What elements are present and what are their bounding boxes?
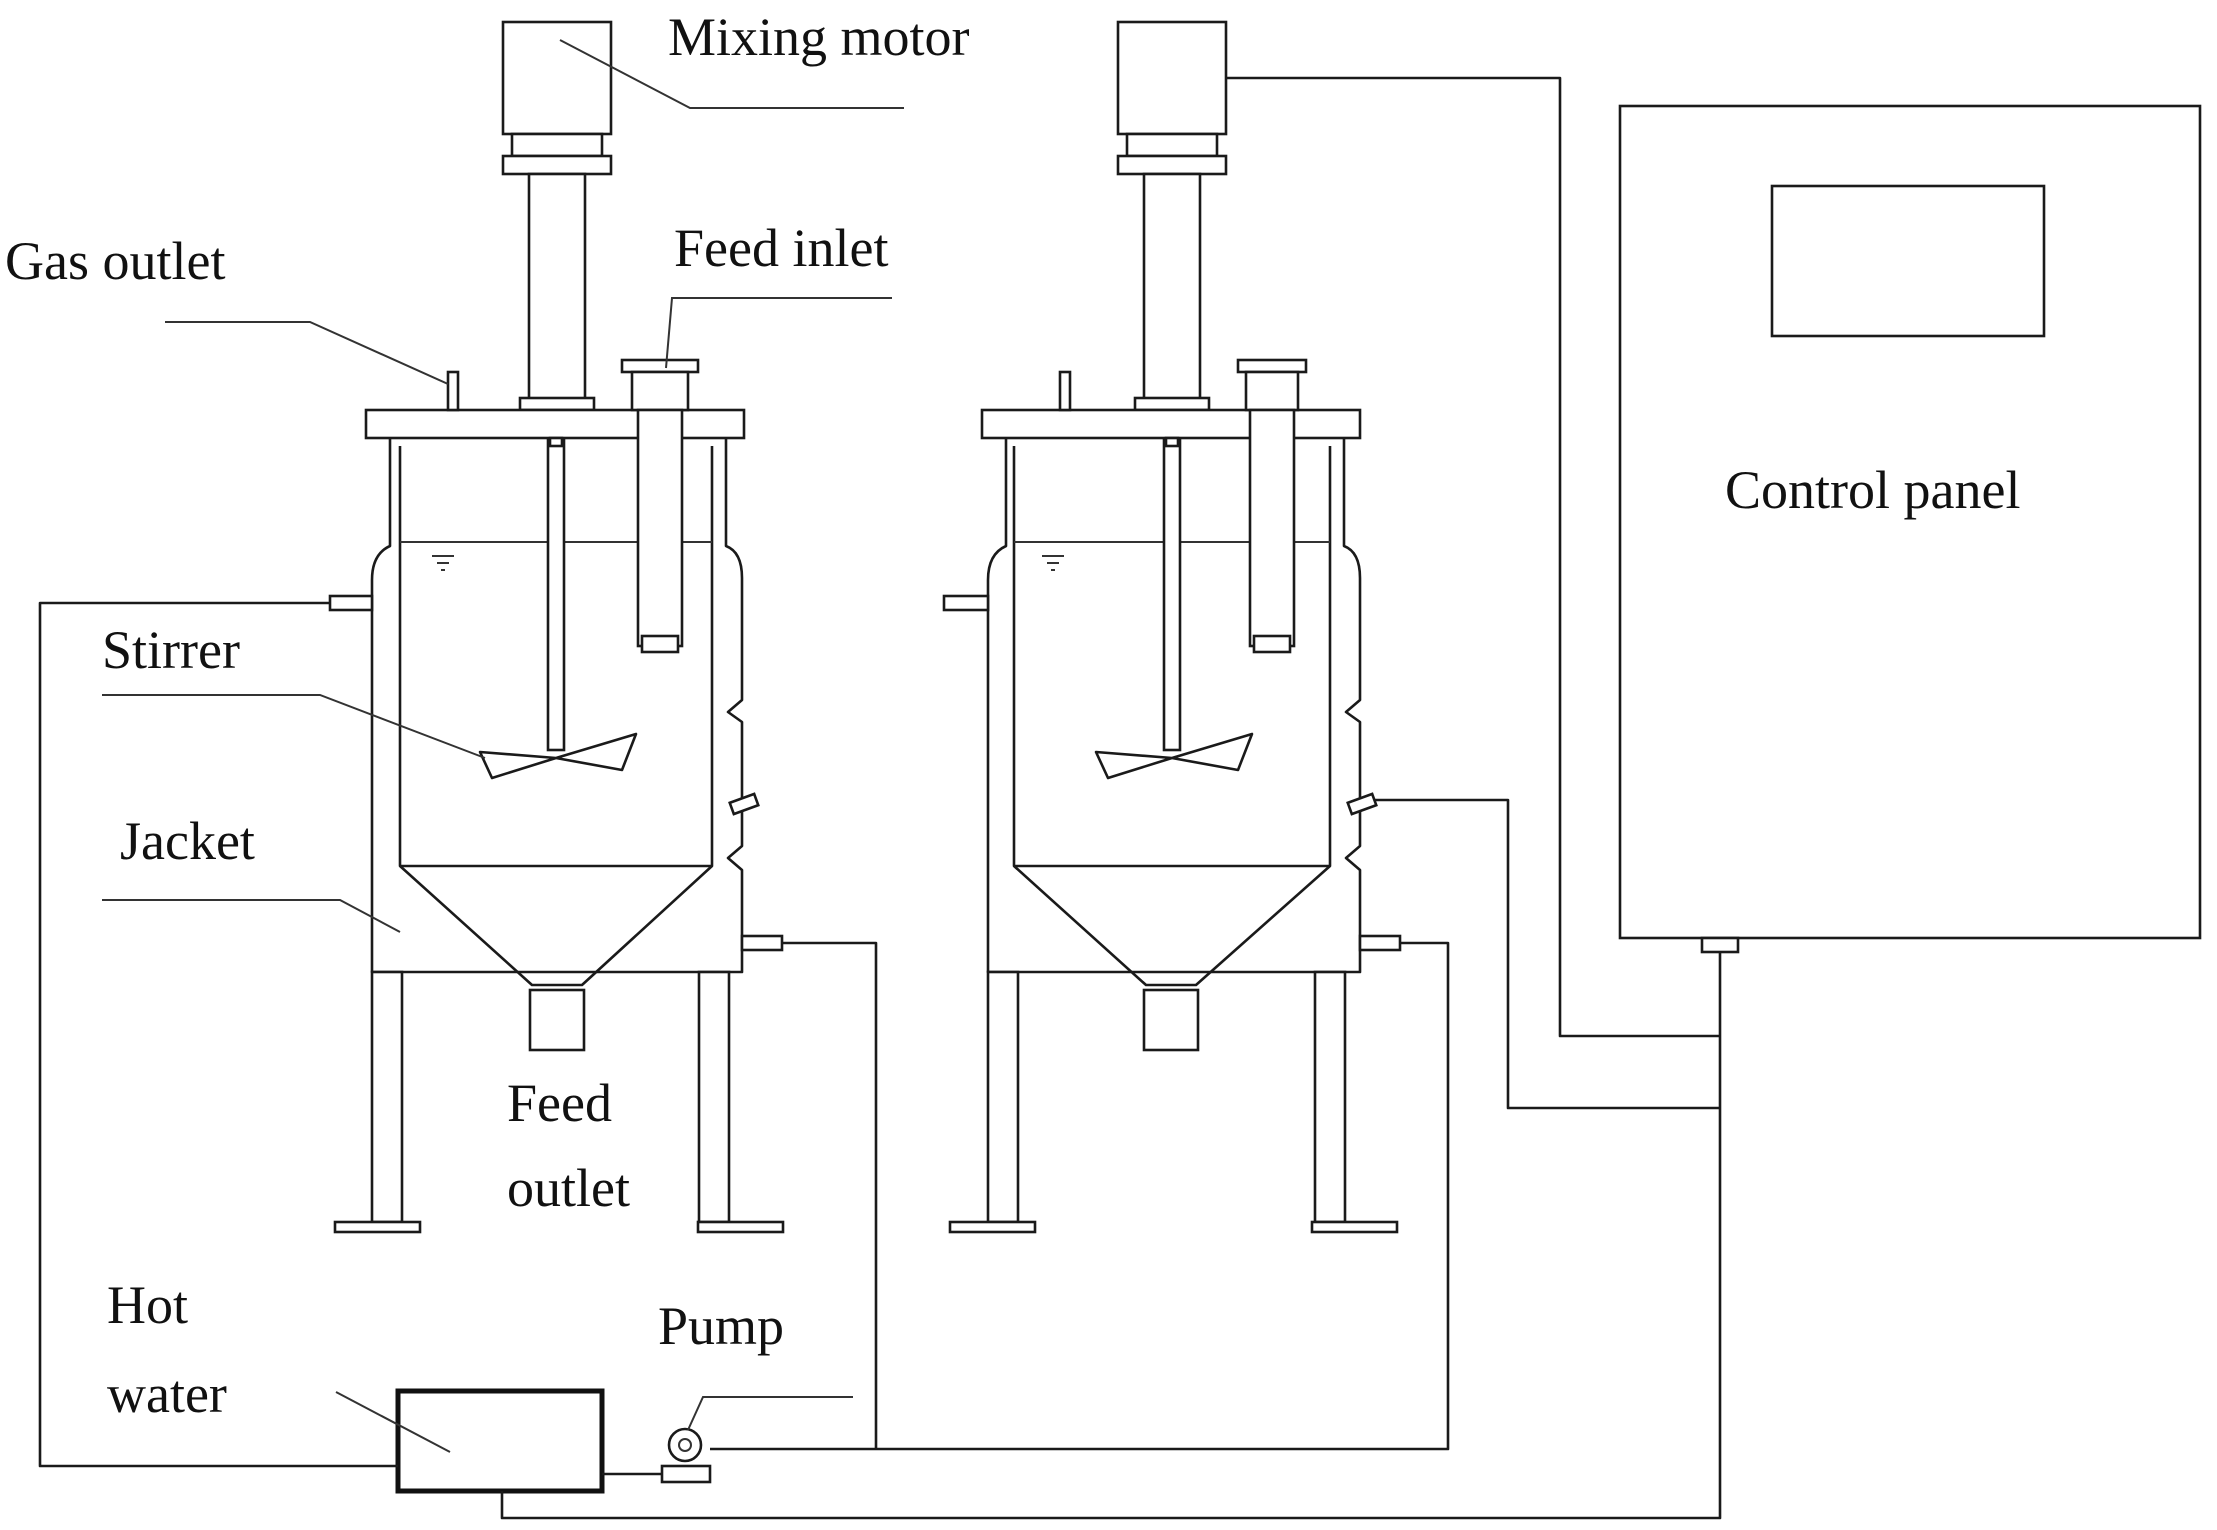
pump-symbol (660, 1427, 712, 1484)
left-leg-2 (697, 970, 731, 1224)
control-panel (1618, 104, 2202, 954)
left-reactor (328, 20, 785, 1234)
right-feed-inlet-pipe (1236, 358, 1308, 374)
leader-lines (102, 39, 904, 1453)
left-shaft-column (527, 172, 587, 404)
right-stirrer-shaft (1162, 438, 1182, 752)
left-feed-outlet-spout (528, 988, 586, 1052)
label-stirrer: Stirrer (102, 620, 240, 680)
left-jacket (370, 438, 744, 974)
label-gas-outlet: Gas outlet (5, 231, 225, 291)
labels: Mixing motor Gas outlet Feed inlet Stirr… (5, 7, 2020, 1424)
label-control-panel: Control panel (1725, 460, 2020, 520)
right-stirrer-blades (1094, 732, 1254, 780)
label-feed-inlet: Feed inlet (674, 218, 888, 278)
left-feed-inlet-pipe (620, 358, 700, 374)
right-leg-2 (1313, 970, 1347, 1224)
left-level-mark (432, 555, 454, 571)
right-shaft-column (1142, 172, 1202, 404)
label-pump: Pump (658, 1296, 784, 1356)
left-stirrer-shaft (546, 438, 566, 752)
control-panel-connector (1700, 936, 1740, 954)
left-vessel (398, 446, 714, 987)
right-lid-flange (980, 408, 1362, 440)
right-jacket (986, 438, 1362, 974)
right-vessel (1012, 446, 1332, 987)
right-mixing-motor (1116, 20, 1228, 136)
right-reactor (942, 20, 1402, 1234)
piping (38, 76, 1722, 1520)
left-gas-outlet-nozzle (446, 370, 460, 412)
label-jacket: Jacket (120, 811, 255, 871)
right-feed-outlet-spout (1142, 988, 1200, 1052)
left-lid-flange (364, 408, 746, 440)
left-leg-1 (370, 970, 404, 1224)
label-hot-water-1: Hot (107, 1275, 188, 1335)
left-stirrer-blades (478, 732, 638, 780)
right-leg-1 (986, 970, 1020, 1224)
right-gas-outlet-nozzle (1058, 370, 1072, 412)
control-panel-display (1770, 184, 2046, 338)
left-mixing-motor (501, 20, 613, 136)
label-feed-outlet-1: Feed (507, 1073, 612, 1133)
label-feed-outlet-2: outlet (507, 1158, 630, 1218)
label-hot-water-2: water (107, 1364, 227, 1424)
hot-water-tank (395, 1388, 605, 1494)
right-level-mark (1042, 555, 1064, 571)
label-mixing-motor: Mixing motor (668, 7, 970, 67)
